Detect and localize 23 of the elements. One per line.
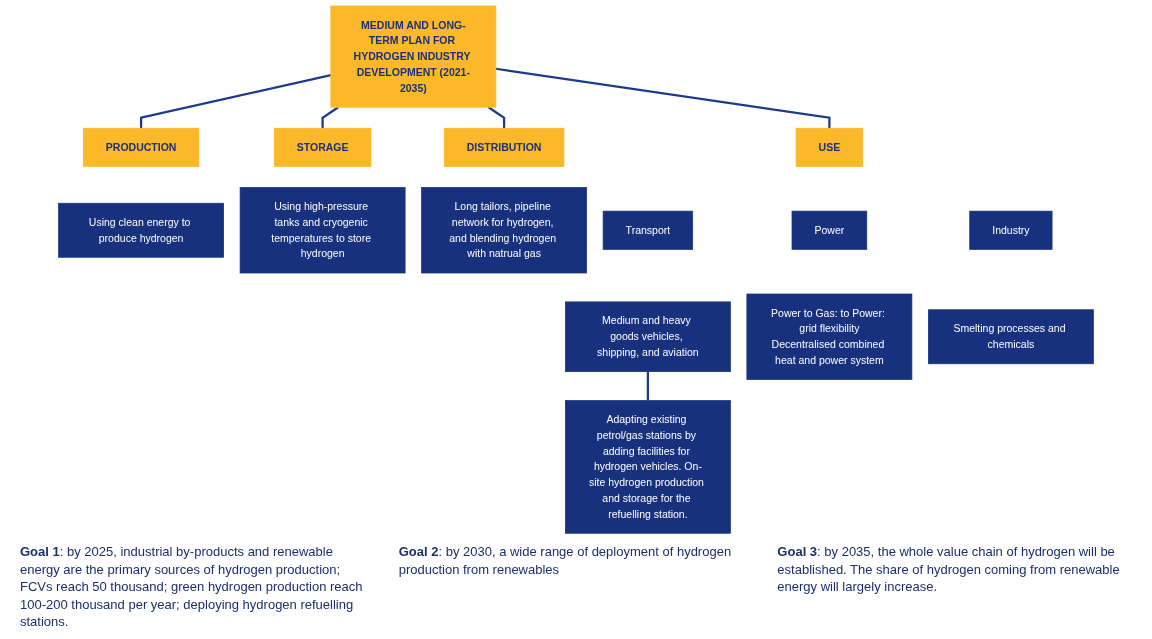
node-box: USE: [795, 127, 864, 167]
node-box: Using clean energy to produce hydrogen: [58, 202, 224, 258]
node-box: Using high-pressure tanks and cryogenic temperatures to store hydrogen: [239, 187, 406, 274]
node-box: Power to Gas: to Power: grid flexibility Decentralised combined heat and power system: [746, 293, 913, 380]
goal-note: Goal 3: by 2035, the whole value chain of hydrogen will be established. The share of hydrogen coming from renewable energy will largely increase.: [777, 543, 1121, 597]
connector: [487, 106, 506, 129]
node-box: Power: [791, 210, 868, 250]
connector: [139, 74, 332, 129]
goal-note: Goal 2: by 2030, a wide range of deployment of hydrogen production from renewables: [398, 543, 733, 579]
connector: [495, 67, 831, 129]
node-box: Long tailors, pipeline network for hydrogen, and blending hydrogen with natrual gas: [421, 187, 587, 274]
connector: [646, 371, 649, 401]
node-box: DISTRIBUTION: [443, 127, 565, 167]
node-box: Transport: [602, 210, 694, 250]
node-box: PRODUCTION: [82, 127, 200, 167]
node-box: Industry: [969, 210, 1053, 250]
node-box: Smelting processes and chemicals: [928, 309, 1094, 365]
node-box: Medium and heavy goods vehicles, shipping, and aviation: [565, 301, 731, 372]
node-box: MEDIUM AND LONG-TERM PLAN FOR HYDROGEN INDUSTRY DEVELOPMENT (2021-2035): [330, 5, 497, 108]
node-box: STORAGE: [273, 127, 372, 167]
node-box: Adapting existing petrol/gas stations by adding facilities for hydrogen vehicles. On-site hydrogen production and storage for the refuelling station.: [565, 400, 731, 534]
goal-note: Goal 1: by 2025, industrial by-products and renewable energy are the primary sources of hydrogen production; FCVs reach 50 thousand; green hydrogen production reach 100-200 thousand per year; deploying hydrogen refuelling stations.: [20, 543, 364, 631]
connector: [321, 106, 339, 129]
